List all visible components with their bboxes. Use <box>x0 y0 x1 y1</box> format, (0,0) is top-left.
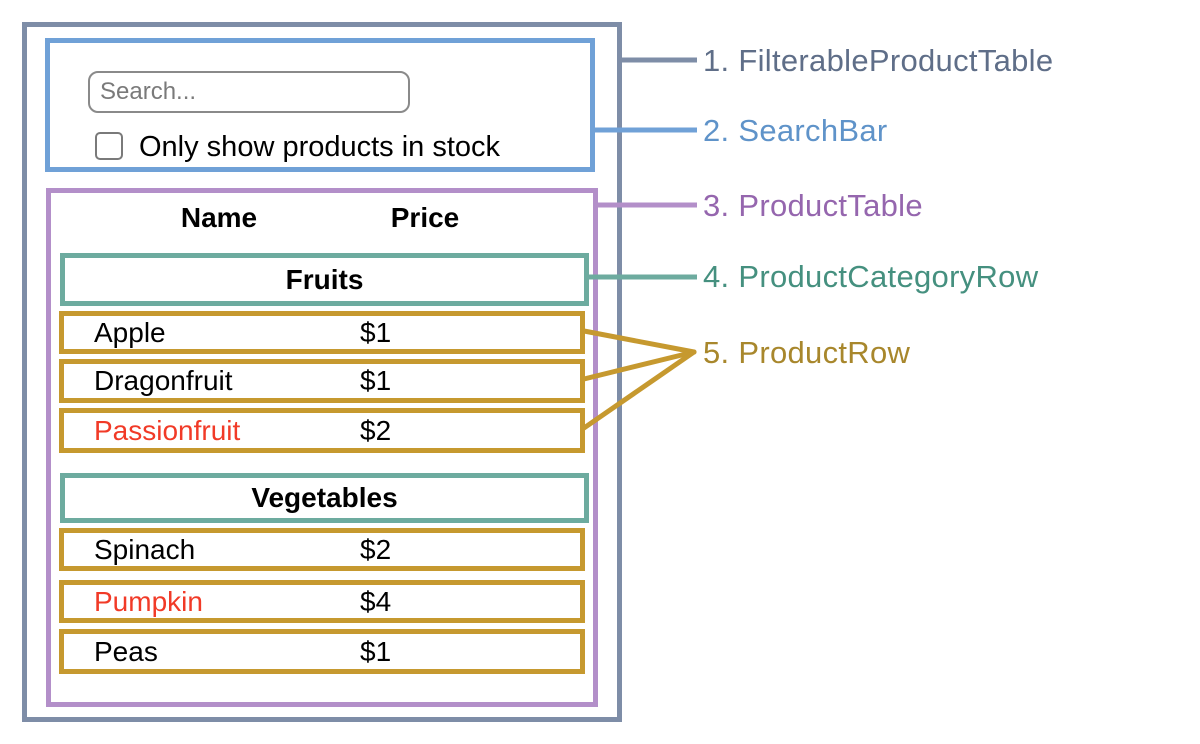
product-row-passionfruit: Passionfruit $2 <box>59 408 585 453</box>
product-name: Spinach <box>94 533 196 565</box>
category-label: Vegetables <box>251 482 398 513</box>
category-row-vegetables: Vegetables <box>60 473 589 523</box>
legend-product-category-row: 4. ProductCategoryRow <box>703 259 1039 294</box>
product-name: Dragonfruit <box>94 365 233 396</box>
product-price: $4 <box>360 585 392 617</box>
product-price: $1 <box>360 365 392 396</box>
legend-product-table: 3. ProductTable <box>703 188 923 223</box>
category-row-fruits: Fruits <box>60 253 589 306</box>
legend-filterable-product-table: 1. FilterableProductTable <box>703 43 1054 78</box>
product-row-dragonfruit: Dragonfruit $1 <box>59 359 585 403</box>
product-name: Peas <box>94 635 158 667</box>
product-price: $2 <box>360 414 392 446</box>
column-header-price: Price <box>390 202 460 233</box>
product-row-pumpkin: Pumpkin $4 <box>59 580 585 623</box>
legend-product-row: 5. ProductRow <box>703 335 911 370</box>
product-price: $1 <box>360 316 392 348</box>
column-header-name: Name <box>180 202 258 233</box>
product-name: Apple <box>94 316 166 348</box>
product-price: $2 <box>360 533 392 565</box>
in-stock-checkbox[interactable] <box>95 132 123 160</box>
search-input[interactable] <box>88 71 410 113</box>
product-row-spinach: Spinach $2 <box>59 528 585 571</box>
product-name-out-of-stock: Passionfruit <box>94 414 241 446</box>
product-name-out-of-stock: Pumpkin <box>94 585 203 617</box>
category-label: Fruits <box>285 263 364 295</box>
product-row-peas: Peas $1 <box>59 629 585 674</box>
in-stock-checkbox-label: Only show products in stock <box>139 131 501 163</box>
legend-search-bar: 2. SearchBar <box>703 113 888 148</box>
product-row-apple: Apple $1 <box>59 311 585 354</box>
product-price: $1 <box>360 635 392 667</box>
